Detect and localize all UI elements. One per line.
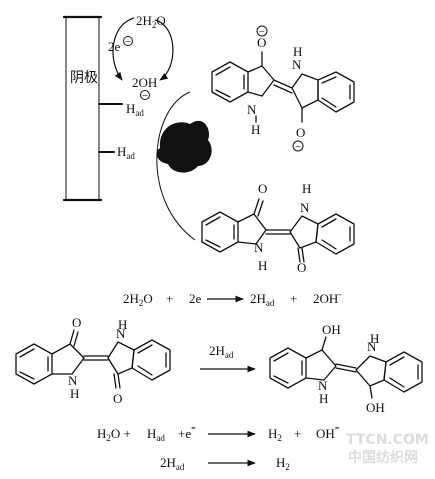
atom-h-right: H bbox=[302, 181, 311, 196]
atom-n-right: N bbox=[367, 339, 377, 354]
dye-particle bbox=[156, 91, 212, 241]
atom-h-right: H bbox=[118, 317, 127, 332]
atom-h-left: H bbox=[251, 122, 260, 137]
electron-charge: − bbox=[125, 36, 131, 48]
equation-4: 2Had H2 bbox=[160, 455, 290, 472]
eq3-h-ad: Had bbox=[147, 426, 165, 443]
atom-o-top: O bbox=[258, 181, 267, 196]
atom-n-left: N bbox=[68, 373, 78, 388]
connector-arc bbox=[156, 91, 196, 241]
water-label: 2H2O bbox=[136, 13, 166, 30]
atom-n-right: N bbox=[292, 57, 302, 72]
eq1-plus-1: + bbox=[166, 291, 173, 306]
electron-arc-arrow bbox=[112, 17, 135, 81]
charge-top: − bbox=[259, 26, 265, 38]
atom-n-left: N bbox=[318, 378, 328, 393]
leuco-indigo-molecule: OH N H N H OH bbox=[269, 322, 423, 415]
h-ad-label-upper: Had bbox=[126, 101, 144, 118]
atom-oh-bottom: OH bbox=[366, 400, 385, 415]
atom-h-left: H bbox=[258, 258, 267, 273]
atom-h-left: H bbox=[319, 391, 328, 406]
eq3-electron: +e- bbox=[178, 420, 196, 441]
atom-o-bottom: O bbox=[296, 125, 305, 140]
eq3-plus: + bbox=[294, 426, 301, 441]
electron-transfer-cycle: 2H2O 2e − 2OH − bbox=[108, 13, 174, 102]
eq1-electrons: 2e bbox=[189, 291, 202, 306]
equation-2: 2Had bbox=[200, 343, 256, 373]
watermark-line-1: TTCN.COM bbox=[346, 432, 429, 448]
atom-n-left: N bbox=[254, 240, 264, 255]
h-ad-label-lower: Had bbox=[117, 144, 135, 161]
eq2-reagent: 2Had bbox=[209, 343, 234, 360]
atom-h-right: H bbox=[370, 331, 379, 346]
atom-n-left: N bbox=[247, 102, 257, 117]
atom-o-top: O bbox=[257, 35, 266, 50]
leuco-anion-molecule: O − N H N H O − bbox=[211, 25, 355, 153]
electrons-label: 2e bbox=[108, 39, 121, 54]
hydroxide-charge: − bbox=[142, 90, 148, 102]
equation-1: 2H2O + 2e 2Had + 2OH- bbox=[123, 289, 341, 308]
eq1-plus-2: + bbox=[290, 291, 297, 306]
equation-3: H2O + Had +e- H2 + OH- bbox=[97, 420, 340, 443]
eq4-hydrogen: H2 bbox=[276, 455, 290, 472]
eq3-hydrogen: H2 bbox=[268, 426, 282, 443]
charge-bottom: − bbox=[295, 141, 301, 153]
cathode-label-text: 阴极 bbox=[70, 70, 98, 86]
atom-n-right: N bbox=[300, 200, 310, 215]
indigo-molecule-reactant: O N H N H O bbox=[15, 315, 171, 406]
eq1-water: 2H2O bbox=[123, 291, 153, 308]
indigo-molecule-middle: O N H N H O bbox=[201, 181, 355, 275]
atom-o-top: O bbox=[72, 315, 81, 330]
atom-o-bottom: O bbox=[113, 391, 122, 406]
cathode-electrode: 阴极 Had Had bbox=[62, 15, 144, 202]
eq1-hydroxide: 2OH- bbox=[313, 289, 341, 306]
atom-oh-top: OH bbox=[322, 322, 341, 337]
atom-n-right: N bbox=[116, 326, 126, 341]
eq4-h-ad: 2Had bbox=[160, 455, 185, 472]
watermark-line-2: 中国纺织网 bbox=[348, 449, 418, 466]
eq1-h-ad: 2Had bbox=[250, 291, 275, 308]
eq3-water: H2O + bbox=[97, 426, 131, 443]
hydroxide-label: 2OH bbox=[132, 75, 157, 90]
eq3-hydroxide: OH- bbox=[316, 420, 340, 441]
watermark: TTCN.COM 中国纺织网 bbox=[346, 432, 429, 466]
water-to-hydroxide-arrow bbox=[154, 19, 174, 81]
atom-o-bottom: O bbox=[297, 260, 306, 275]
atom-h-right: H bbox=[293, 44, 302, 59]
cathode-label: 阴极 bbox=[70, 70, 98, 86]
atom-h-left: H bbox=[70, 386, 79, 401]
